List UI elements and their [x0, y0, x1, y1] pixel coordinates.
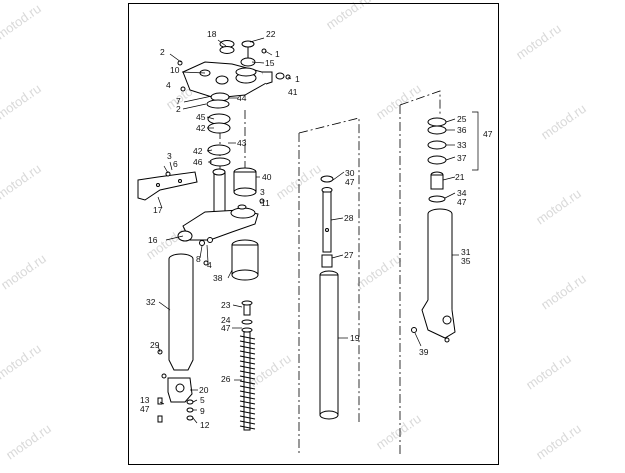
watermark: motod.ru — [0, 1, 44, 43]
callout-47d: 47 — [483, 129, 493, 139]
watermark: motod.ru — [323, 0, 374, 32]
watermark: motod.ru — [538, 271, 589, 313]
callout-27: 27 — [344, 250, 354, 260]
callout-1: 1 — [275, 49, 280, 59]
callout-41: 41 — [288, 87, 298, 97]
watermark: motod.ru — [0, 251, 49, 293]
steering-stem — [177, 168, 259, 242]
inner-fork-tube — [319, 270, 339, 420]
callout-3: 3 — [167, 151, 172, 161]
top-washers — [177, 40, 291, 92]
assembly-boundary-lines — [219, 90, 441, 455]
callout-28: 28 — [344, 213, 354, 223]
callout-16: 16 — [148, 235, 158, 245]
watermark: motod.ru — [243, 351, 294, 393]
callout-47a: 47 — [221, 323, 231, 333]
callout-8: 8 — [196, 254, 201, 264]
callout-42a: 42 — [196, 123, 206, 133]
fork-cover-bracket — [137, 171, 198, 201]
watermark-layer: motod.ru motod.ru motod.ru motod.ru moto… — [0, 0, 589, 462]
callout-33: 33 — [457, 140, 467, 150]
callout-17: 17 — [153, 205, 163, 215]
callout-leader-lines — [157, 37, 479, 424]
callout-5: 5 — [200, 395, 205, 405]
outer-fork-tube-right — [411, 208, 456, 343]
steering-bearings — [206, 92, 231, 167]
fork-seal-stack — [427, 117, 447, 203]
callout-19: 19 — [350, 333, 360, 343]
watermark: motod.ru — [0, 81, 44, 123]
callout-25: 25 — [457, 114, 467, 124]
callout-13: 13 — [140, 395, 150, 405]
watermark: motod.ru — [373, 411, 424, 453]
callout-12: 12 — [200, 420, 210, 430]
callout-31: 31 — [461, 247, 471, 257]
watermark: motod.ru — [353, 251, 404, 293]
callout-3b: 3 — [260, 187, 265, 197]
callout-47e: 47 — [457, 197, 467, 207]
callout-2b: 2 — [176, 104, 181, 114]
callout-21: 21 — [455, 172, 465, 182]
lower-fork-cover — [231, 239, 259, 281]
callout-22: 22 — [266, 29, 276, 39]
watermark: motod.ru — [0, 341, 44, 383]
callout-20: 20 — [199, 385, 209, 395]
callout-24: 24 — [221, 315, 231, 325]
callout-39: 39 — [419, 347, 429, 357]
callout-30: 30 — [345, 168, 355, 178]
callout-46: 46 — [193, 157, 203, 167]
outer-fork-tube-left — [161, 253, 194, 403]
diagram-frame — [128, 3, 499, 465]
callout-32: 32 — [146, 297, 156, 307]
watermark: motod.ru — [373, 81, 424, 123]
callout-29: 29 — [150, 340, 160, 350]
stem-bushing — [233, 167, 257, 197]
watermark: motod.ru — [523, 351, 574, 393]
watermark: motod.ru — [538, 101, 589, 143]
callout-47c: 47 — [345, 177, 355, 187]
callout-35: 35 — [461, 256, 471, 266]
callout-36: 36 — [457, 125, 467, 135]
callout-45: 45 — [196, 112, 206, 122]
callout-11: 11 — [261, 198, 270, 208]
callout-38: 38 — [213, 273, 223, 283]
watermark: motod.ru — [3, 421, 54, 463]
clamp-bolts — [165, 171, 265, 266]
callout-44: 44 — [237, 93, 247, 103]
upper-fork-bracket — [182, 57, 273, 99]
axle-clamp-hardware — [157, 349, 194, 423]
callout-9: 9 — [200, 406, 205, 416]
callout-7: 7 — [176, 96, 181, 106]
callout-15: 15 — [265, 58, 275, 68]
callout-2: 2 — [160, 47, 165, 57]
inner-damper-rod — [320, 175, 334, 268]
watermark: motod.ru — [533, 421, 584, 463]
callout-26: 26 — [221, 374, 231, 384]
callout-4b: 4 — [207, 260, 212, 270]
watermark: motod.ru — [513, 21, 564, 63]
callout-47b: 47 — [140, 404, 150, 414]
damper-rod-and-spring — [241, 300, 253, 431]
watermark: motod.ru — [533, 186, 584, 228]
callout-4: 4 — [166, 80, 171, 90]
callout-10: 10 — [170, 65, 180, 75]
callout-37: 37 — [457, 153, 467, 163]
callout-34: 34 — [457, 188, 467, 198]
callout-18: 18 — [207, 29, 217, 39]
fork-spring-coils — [239, 335, 256, 430]
callout-labels: 18 22 2 1 15 10 1 4 41 7 44 2 45 42 43 4… — [140, 29, 493, 430]
callout-42b: 42 — [193, 146, 203, 156]
callout-43: 43 — [237, 138, 247, 148]
watermark: motod.ru — [273, 161, 324, 203]
callout-40: 40 — [262, 172, 272, 182]
callout-1b: 1 — [295, 74, 300, 84]
watermark: motod.ru — [0, 161, 44, 203]
callout-6: 6 — [173, 159, 178, 169]
callout-23: 23 — [221, 300, 231, 310]
